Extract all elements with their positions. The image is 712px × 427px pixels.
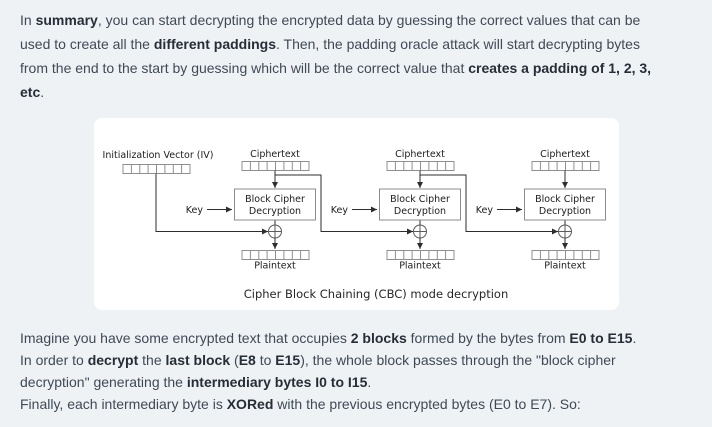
text-line: In summary, you can start decrypting the… [20, 8, 692, 32]
plaintext-label: Plaintext [399, 261, 441, 272]
text-run: to [255, 352, 276, 368]
text-run: . [40, 84, 45, 100]
text-run: from the end to the start by guessing wh… [20, 60, 469, 76]
article: In summary, you can start decrypting the… [20, 0, 692, 415]
text-run: , you can start decrypting the encrypted… [97, 12, 641, 28]
cbc-column-2: Ciphertext Block Cipher Decryption Key P… [330, 149, 558, 272]
bold-run: etc [20, 84, 41, 100]
text-run: decryption" generating the [20, 374, 187, 390]
bold-run: E15 [275, 352, 301, 368]
cbc-column-1: Ciphertext Block Cipher Decryption Key P… [185, 149, 413, 272]
text-run: ( [230, 352, 239, 368]
plaintext-label: Plaintext [254, 261, 296, 272]
text-run: . Then, the padding oracle attack will s… [276, 36, 640, 52]
key-label: Key [185, 205, 203, 216]
ciphertext-label: Ciphertext [540, 149, 590, 160]
ciphertext-byte-row [241, 161, 309, 171]
ciphertext-label: Ciphertext [395, 149, 445, 160]
ciphertext-byte-row [386, 161, 454, 171]
bold-run: decrypt [87, 352, 139, 368]
text-run: ), the whole block passes through the "b… [300, 352, 616, 368]
bold-run: different paddings [153, 36, 276, 52]
text-run: Imagine you have some encrypted text tha… [20, 330, 351, 346]
cbc-diagram-svg: Initialization Vector (IV) Ciphertext Bl… [102, 149, 606, 301]
plaintext-byte-row [531, 250, 599, 260]
bold-run: E8 [238, 352, 256, 368]
decryption-box-label: Decryption [248, 206, 300, 217]
text-line: decryption" generating the intermediary … [20, 371, 692, 393]
plaintext-byte-row [241, 250, 309, 260]
text-run: . [632, 330, 637, 346]
cbc-column-3: Ciphertext Block Cipher Decryption Key P… [475, 149, 606, 272]
iv-to-xor-line [155, 173, 268, 235]
plaintext-byte-row [386, 250, 454, 260]
text-run: formed by the bytes from [406, 330, 570, 346]
chain-line-to-next-xor [419, 174, 558, 235]
bold-run: 2 blocks [350, 330, 407, 346]
text-run: Finally, each intermediary byte is [20, 396, 227, 412]
text-run: In order to [20, 352, 88, 368]
paragraph-summary: In summary, you can start decrypting the… [20, 0, 692, 104]
paragraph-blocks: Imagine you have some encrypted text tha… [20, 327, 692, 415]
key-label: Key [475, 205, 493, 216]
text-line: etc. [20, 80, 692, 104]
text-run: In [20, 12, 36, 28]
decryption-box-label: Decryption [393, 206, 445, 217]
diagram-caption: Cipher Block Chaining (CBC) mode decrypt… [243, 287, 508, 301]
decryption-box-label: Block Cipher [245, 194, 305, 205]
cbc-decryption-diagram: Initialization Vector (IV) Ciphertext Bl… [93, 118, 619, 310]
bold-run: intermediary bytes I0 to I15 [186, 374, 368, 390]
ciphertext-label: Ciphertext [250, 149, 300, 160]
iv-label: Initialization Vector (IV) [102, 150, 213, 161]
bold-run: last block [165, 352, 231, 368]
text-run: used to create all the [20, 36, 154, 52]
text-line: from the end to the start by guessing wh… [20, 56, 692, 80]
decryption-box [523, 188, 606, 221]
bold-run: XORed [226, 396, 274, 412]
key-label: Key [330, 205, 348, 216]
decryption-box-label: Block Cipher [535, 194, 595, 205]
text-line: Finally, each intermediary byte is XORed… [20, 393, 692, 415]
text-line: used to create all the different padding… [20, 32, 692, 56]
bold-run: creates a padding of 1, 2, 3, [468, 60, 652, 76]
ciphertext-byte-row [531, 161, 599, 171]
plaintext-label: Plaintext [544, 261, 586, 272]
text-line: Imagine you have some encrypted text tha… [20, 327, 692, 349]
xor-cross [268, 225, 281, 238]
text-run: . [367, 374, 372, 390]
chain-line-to-next-xor [274, 174, 413, 235]
bold-run: summary [35, 12, 98, 28]
decryption-box-label: Block Cipher [390, 194, 450, 205]
decryption-box-label: Decryption [538, 206, 590, 217]
decryption-box [378, 188, 461, 221]
text-line: In order to decrypt the last block (E8 t… [20, 349, 692, 371]
text-run: the [138, 352, 166, 368]
xor-cross [413, 225, 426, 238]
bold-run: E0 to E15 [569, 330, 633, 346]
xor-cross [558, 225, 571, 238]
decryption-box [233, 188, 316, 221]
text-run: with the previous encrypted bytes (E0 to… [273, 396, 581, 412]
iv-byte-row [122, 164, 190, 174]
